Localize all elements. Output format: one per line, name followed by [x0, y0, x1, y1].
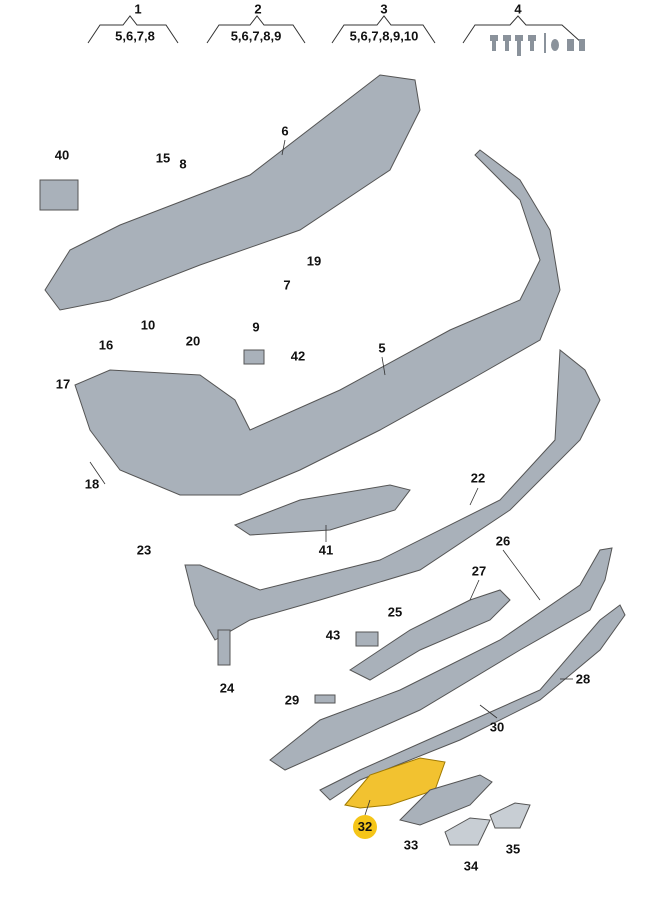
- lower-valance-22: [184, 349, 601, 641]
- callout-24: 24: [219, 680, 235, 696]
- frame-27: [349, 589, 511, 681]
- impact-absorber: [44, 74, 421, 311]
- callout-18: 18: [84, 476, 100, 492]
- group-2-contents: 5,6,7,8,9: [230, 28, 282, 44]
- group-1-number: 1: [134, 1, 142, 17]
- callout-17: 17: [55, 376, 71, 392]
- callout-33: 33: [403, 837, 419, 853]
- callout-10: 10: [140, 317, 156, 333]
- callout-20: 20: [185, 333, 201, 349]
- frame-33: [399, 774, 493, 826]
- callout-5: 5: [378, 340, 386, 356]
- callout-35: 35: [505, 841, 521, 857]
- strip-30: [319, 604, 626, 801]
- callout-40: 40: [54, 147, 70, 163]
- callout-42: 42: [290, 348, 306, 364]
- callout-16: 16: [98, 337, 114, 353]
- callout-7: 7: [283, 277, 291, 293]
- bracket-40: [39, 179, 79, 211]
- parts: [39, 74, 626, 846]
- leader-lines: [89, 139, 573, 816]
- callout-22: 22: [470, 470, 486, 486]
- bracket-24: [217, 629, 231, 666]
- tip-34: [444, 817, 491, 846]
- callout-8: 8: [179, 156, 187, 172]
- callout-29: 29: [284, 692, 300, 708]
- callout-30: 30: [489, 719, 505, 735]
- insert-32: [344, 757, 446, 809]
- callout-32-highlighted: 32: [353, 815, 377, 839]
- group-4-number: 4: [514, 1, 522, 17]
- bumper-cover: [74, 149, 561, 496]
- clip-43: [355, 631, 379, 647]
- callout-23: 23: [136, 542, 152, 558]
- callout-26: 26: [495, 533, 511, 549]
- group-2-number: 2: [254, 1, 262, 17]
- callout-41: 41: [318, 542, 334, 558]
- callout-27: 27: [471, 563, 487, 579]
- group-1-contents: 5,6,7,8: [115, 28, 155, 44]
- tip-35: [489, 802, 531, 829]
- group-3-contents: 5,6,7,8,9,10: [349, 28, 419, 44]
- callout-43: 43: [325, 627, 341, 643]
- trim-41: [233, 484, 411, 536]
- callout-28: 28: [575, 671, 591, 687]
- diffuser-26: [269, 547, 613, 771]
- clip-9: [243, 349, 265, 365]
- callout-9: 9: [252, 319, 260, 335]
- callout-25: 25: [387, 604, 403, 620]
- group-3-number: 3: [380, 1, 388, 17]
- callout-34: 34: [463, 858, 479, 874]
- fastener-icons: [490, 33, 585, 56]
- callout-6: 6: [281, 123, 289, 139]
- callout-19: 19: [306, 253, 322, 269]
- group-brackets: [87, 15, 583, 44]
- clip-29: [314, 694, 336, 704]
- callout-15: 15: [155, 150, 171, 166]
